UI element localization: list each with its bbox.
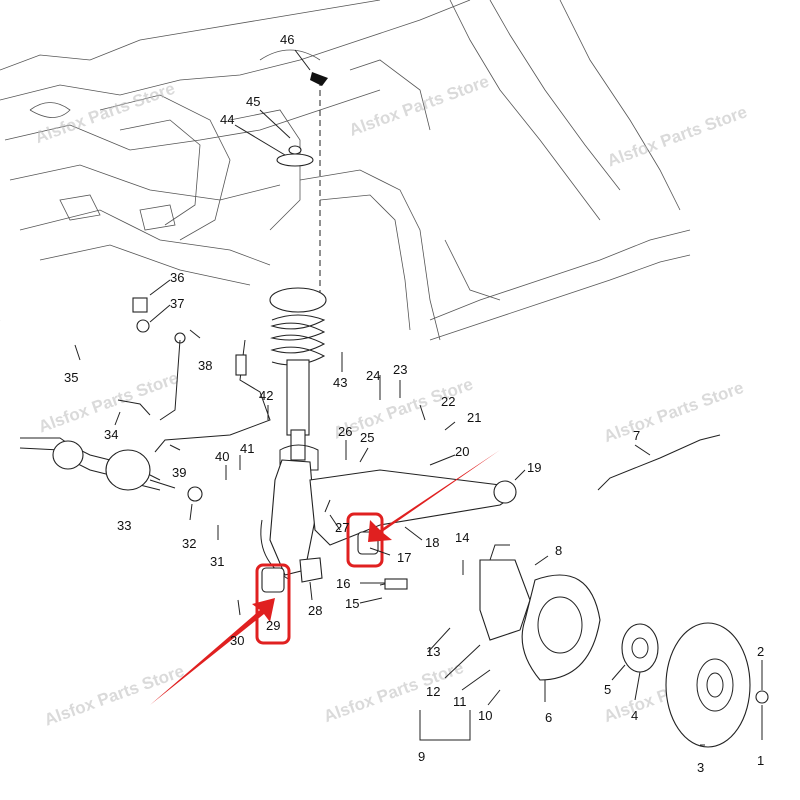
callout-6: 6 [545, 710, 552, 725]
callout-24: 24 [366, 368, 380, 383]
sensor-connector [235, 354, 247, 376]
callout-12: 12 [426, 684, 440, 699]
stabilizer-bar [0, 297, 186, 421]
washer-44 [276, 153, 314, 167]
splash-shield [521, 574, 601, 681]
callout-29: 29 [266, 618, 280, 633]
watermark-text: Alsfox Parts Store [601, 378, 746, 446]
callout-9: 9 [418, 749, 425, 764]
hub-nut-2 [755, 690, 769, 704]
steering-knuckle [260, 459, 323, 583]
callout-36: 36 [170, 270, 184, 285]
callout-7: 7 [633, 428, 640, 443]
callout-34: 34 [104, 427, 118, 442]
callout-18: 18 [425, 535, 439, 550]
callout-43: 43 [333, 375, 347, 390]
callout-46: 46 [280, 32, 294, 47]
vehicle-body-structure [0, 0, 691, 341]
callout-21: 21 [467, 410, 481, 425]
bushing-29 [261, 567, 285, 593]
callout-10: 10 [478, 708, 492, 723]
leader-lines [74, 49, 763, 746]
watermark-text: Alsfox Parts Store [347, 72, 492, 140]
wheel-hub-knuckle [479, 544, 531, 641]
nut-46 [310, 72, 328, 86]
callout-38: 38 [198, 358, 212, 373]
watermark-text: Alsfox Parts Store [321, 658, 466, 726]
callout-8: 8 [555, 543, 562, 558]
callout-26: 26 [338, 424, 352, 439]
red-arrow-lower [150, 598, 275, 705]
callout-41: 41 [240, 441, 254, 456]
callout-32: 32 [182, 536, 196, 551]
callout-28: 28 [308, 603, 322, 618]
abs-sensor-cable [597, 434, 721, 491]
callout-39: 39 [172, 465, 186, 480]
callout-labels: 46 45 44 36 37 38 35 43 42 24 23 22 21 3… [64, 32, 764, 775]
callout-5: 5 [604, 682, 611, 697]
callout-22: 22 [441, 394, 455, 409]
nut-45 [288, 145, 302, 155]
callout-30: 30 [230, 633, 244, 648]
watermark-text: Alsfox Parts Store [33, 79, 178, 147]
callout-15: 15 [345, 596, 359, 611]
callout-42: 42 [259, 388, 273, 403]
callout-25: 25 [360, 430, 374, 445]
callout-16: 16 [336, 576, 350, 591]
wheel-speed-sensor-wire [154, 339, 271, 453]
watermark-text: Alsfox Parts Store [42, 661, 187, 729]
callout-35: 35 [64, 370, 78, 385]
callout-3: 3 [697, 760, 704, 775]
callout-19: 19 [527, 460, 541, 475]
bracket-16 [384, 578, 408, 590]
callout-27: 27 [335, 520, 349, 535]
callout-20: 20 [455, 444, 469, 459]
drive-axle [19, 437, 203, 502]
callout-11: 11 [453, 694, 467, 709]
callout-44: 44 [220, 112, 234, 127]
callout-23: 23 [393, 362, 407, 377]
hub-bearing [621, 623, 659, 673]
brake-rotor [665, 622, 751, 748]
strut-assembly [269, 287, 327, 471]
red-arrow-upper [368, 450, 500, 542]
callout-13: 13 [426, 644, 440, 659]
callout-14: 14 [455, 530, 469, 545]
callout-4: 4 [631, 708, 638, 723]
callout-1: 1 [757, 753, 764, 768]
callout-2: 2 [757, 644, 764, 659]
callout-31: 31 [210, 554, 224, 569]
lower-control-arm [309, 469, 517, 555]
callout-33: 33 [117, 518, 131, 533]
callout-37: 37 [170, 296, 184, 311]
watermark-text: Alsfox Parts Store [605, 102, 750, 170]
callout-45: 45 [246, 94, 260, 109]
callout-40: 40 [215, 449, 229, 464]
callout-17: 17 [397, 550, 411, 565]
